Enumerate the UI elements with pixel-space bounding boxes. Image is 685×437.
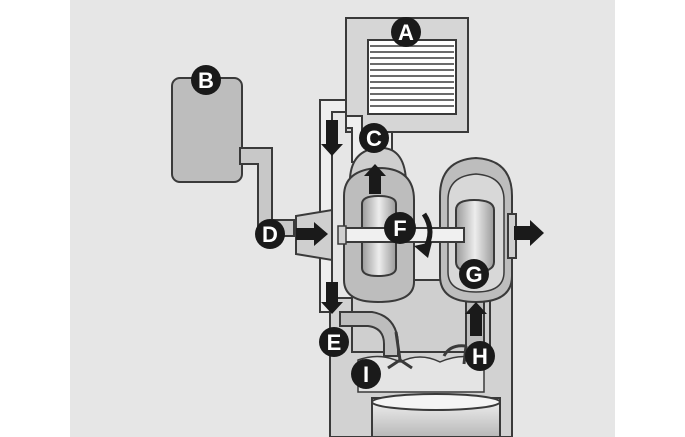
arrow-icon <box>514 220 544 246</box>
label-g: G <box>465 262 482 287</box>
label-e: E <box>327 330 342 355</box>
outlet-nozzle <box>507 213 517 259</box>
label-badge-a: A <box>391 17 421 47</box>
label-badge-h: H <box>465 341 495 371</box>
arrow-icon <box>296 222 328 246</box>
label-badge-d: D <box>255 219 285 249</box>
label-badge-c: C <box>359 123 389 153</box>
label-i: I <box>363 362 369 387</box>
label-badge-g: G <box>459 259 489 289</box>
label-c: C <box>366 126 382 151</box>
arrow-icon <box>465 302 487 336</box>
label-badge-b: B <box>191 65 221 95</box>
arrow-icon <box>364 164 386 194</box>
exhaust-valve <box>442 344 468 365</box>
label-h: H <box>472 344 488 369</box>
curved-arrow-tip-icon <box>414 242 432 258</box>
label-a: A <box>398 20 414 45</box>
piston-top <box>371 393 501 411</box>
label-b: B <box>198 68 214 93</box>
label-badge-f: F <box>384 212 416 244</box>
shaft-nut <box>337 225 347 245</box>
label-d: D <box>262 222 278 247</box>
intake-valve <box>387 331 413 370</box>
arrow-icon <box>321 282 343 314</box>
label-f: F <box>393 216 406 241</box>
label-badge-e: E <box>319 327 349 357</box>
air-filter-element <box>367 39 457 115</box>
reservoir-pipe <box>239 147 295 237</box>
arrow-icon <box>321 120 343 156</box>
intake-port <box>339 311 399 357</box>
label-badge-i: I <box>351 359 381 389</box>
filter-grille <box>370 45 454 107</box>
